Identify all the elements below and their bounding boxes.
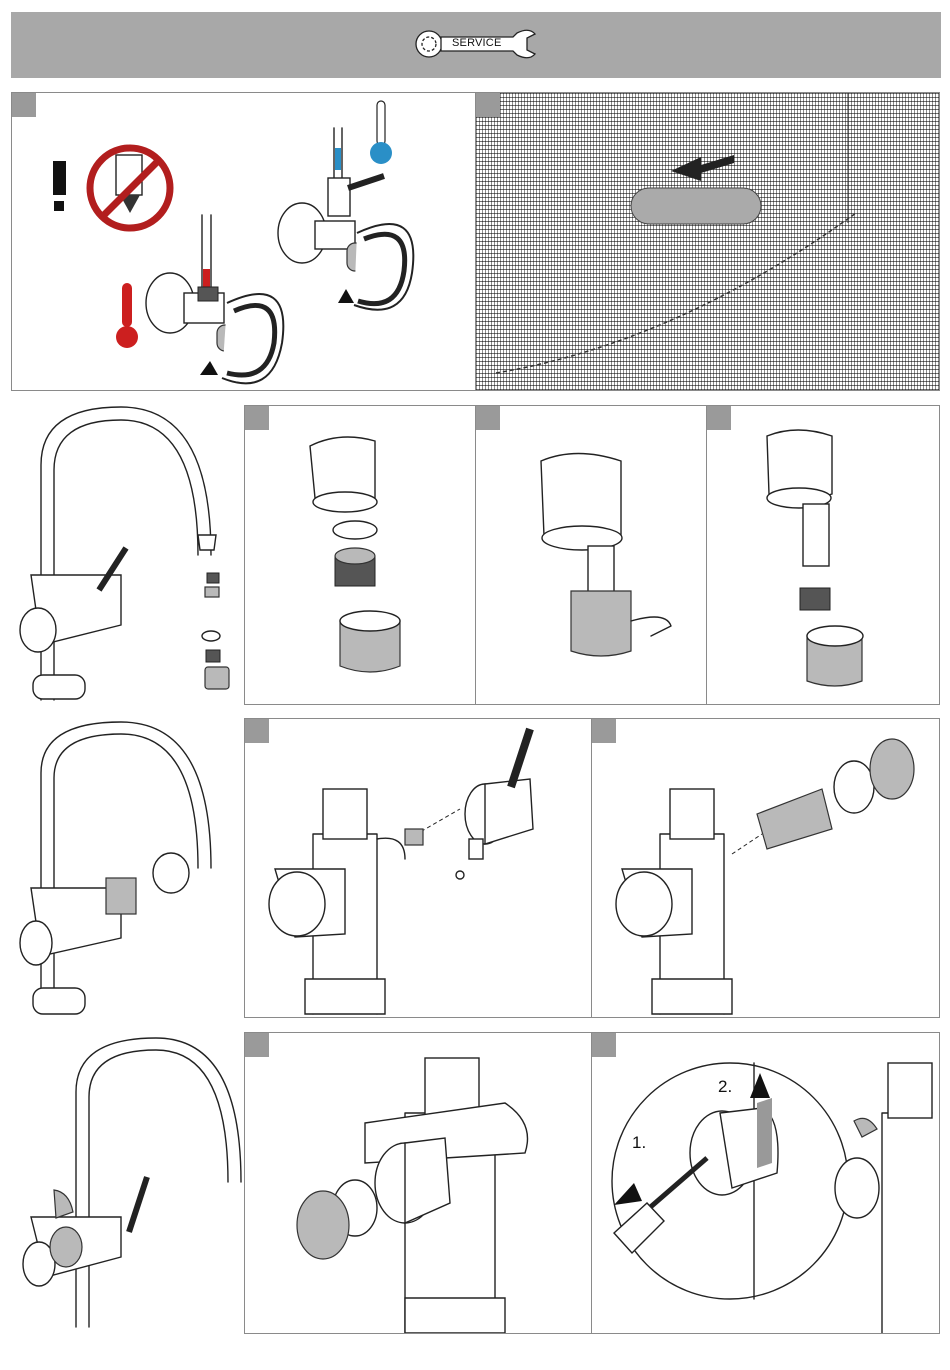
panel-shutoff-valves	[11, 92, 476, 391]
faucet-cap-overview	[11, 1032, 243, 1332]
panel-cartridge-spindle	[475, 405, 707, 705]
arrow-left-icon	[671, 155, 734, 181]
step-label-2: 2.	[718, 1077, 732, 1096]
panel-flush-pipes	[475, 92, 940, 391]
hot-valve-illustration	[146, 215, 283, 383]
blue-thermometer-icon	[370, 101, 392, 164]
cold-valve-illustration	[278, 128, 413, 310]
panel-cartridge-removal	[591, 718, 940, 1018]
panel-lever-removal	[244, 718, 592, 1018]
panel-cap-exploded	[244, 1032, 592, 1334]
service-label: SERVICE	[452, 37, 502, 49]
panel-aerator-exploded	[244, 405, 476, 705]
panel-cartridge-pin	[706, 405, 940, 705]
panel-cap-removal: 1. 2.	[591, 1032, 940, 1334]
flush-handle	[631, 188, 761, 224]
faucet-aerator-overview	[11, 405, 243, 705]
no-entry-icon	[90, 148, 170, 228]
step-label-1: 1.	[632, 1133, 646, 1152]
exclamation-icon	[53, 161, 66, 211]
faucet-lever-overview	[11, 718, 243, 1018]
red-thermometer-icon	[116, 283, 138, 348]
